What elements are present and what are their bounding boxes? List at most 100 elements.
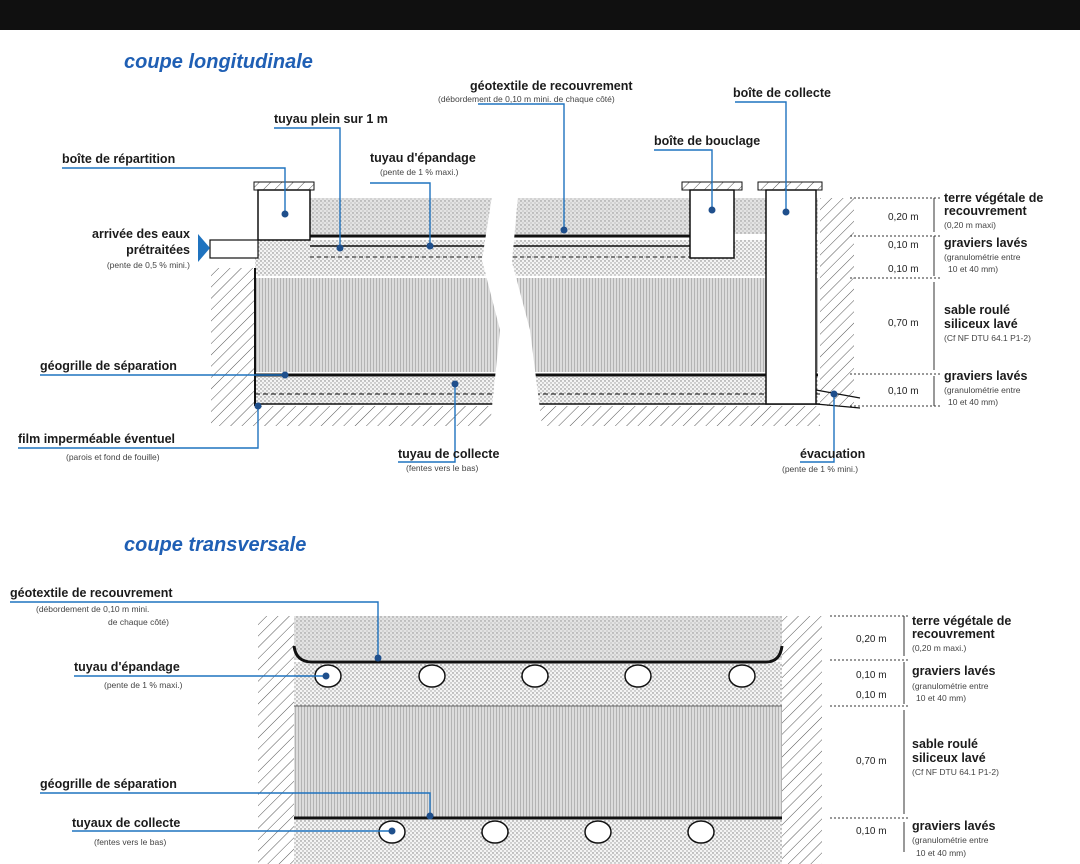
t-layer-graviers1-n2: 10 et 40 mm) <box>916 693 966 703</box>
layer-graviers2: graviers lavés <box>944 369 1027 383</box>
t-note-geotextile-1: (débordement de 0,10 m mini. <box>36 604 149 614</box>
dot-collection-pipe <box>451 380 459 388</box>
t-ground-left <box>258 616 294 864</box>
dot-collection-box <box>782 208 790 216</box>
leader-film <box>18 406 259 449</box>
t-layer-graviers2-n2: 10 et 40 mm) <box>916 848 966 858</box>
dim-5: 0,10 m <box>888 386 919 397</box>
t-leader-geotextile <box>10 601 379 658</box>
label-geotextile: géotextile de recouvrement <box>470 79 633 93</box>
dot-evacuation <box>830 390 838 398</box>
transversal-section: géotextile de recouvrement (débordement … <box>10 586 1011 864</box>
t-dim-brackets <box>830 615 908 852</box>
layer-terre-note: (0,20 m maxi) <box>944 220 996 230</box>
label-collection-pipe: tuyau de collecte <box>398 447 499 461</box>
leader-spreading-pipe <box>370 182 431 246</box>
t-geotextile-line <box>292 645 784 664</box>
label-collection-box: boîte de collecte <box>733 86 831 100</box>
ground-right <box>820 198 854 406</box>
t-layer-topsoil <box>294 616 782 660</box>
dim-1: 0,20 m <box>888 212 919 223</box>
t-layer-graviers2: graviers lavés <box>912 819 995 833</box>
label-spreading-pipe: tuyau d'épandage <box>370 151 476 165</box>
ground-left <box>211 268 255 426</box>
t-layer-terre-1: terre végétale de <box>912 614 1011 628</box>
t-label-spreading: tuyau d'épandage <box>74 660 180 674</box>
longitudinal-section: géotextile de recouvrement (débordement … <box>18 79 1043 474</box>
layer-terre-1: terre végétale de <box>944 191 1043 205</box>
top-bar <box>0 0 1080 30</box>
dot-geotextile <box>560 226 568 234</box>
dim-4: 0,70 m <box>888 318 919 329</box>
note-evacuation: (pente de 1 % mini.) <box>782 464 858 474</box>
leader-collection-pipe <box>398 384 456 463</box>
t-dot-spreading <box>322 672 330 680</box>
label-full-pipe: tuyau plein sur 1 m <box>274 112 388 126</box>
dim-3: 0,10 m <box>888 264 919 275</box>
label-loop-box: boîte de bouclage <box>654 134 760 148</box>
layer-sable-1: sable roulé <box>944 303 1010 317</box>
title-transversal: coupe transversale <box>124 534 306 556</box>
t-layer-sable-1: sable roulé <box>912 737 978 751</box>
t-layer-graviers1: graviers lavés <box>912 664 995 678</box>
t-label-geogrid: géogrille de séparation <box>40 777 177 791</box>
layer-sand <box>255 278 818 372</box>
layer-graviers2-n2: 10 et 40 mm) <box>948 397 998 407</box>
section-break <box>470 190 542 426</box>
collection-box <box>765 189 817 405</box>
t-layer-sable-2: siliceux lavé <box>912 751 986 765</box>
label-film: film imperméable éventuel <box>18 432 175 446</box>
t-dot-geotextile <box>374 654 382 662</box>
t-dot-geogrid <box>426 812 434 820</box>
t-dim-2: 0,10 m <box>856 670 887 681</box>
layer-terre-2: recouvrement <box>944 204 1028 218</box>
leader-geotextile <box>478 103 565 230</box>
t-note-collection: (fentes vers le bas) <box>94 837 166 847</box>
dot-spreading-pipe <box>426 242 434 250</box>
t-ground-right <box>782 616 822 864</box>
t-dim-5: 0,10 m <box>856 826 887 837</box>
leader-collection-box <box>735 101 787 212</box>
leader-distribution-box <box>62 167 286 214</box>
collection-box-lid <box>757 181 823 191</box>
label-inlet-1: arrivée des eaux <box>92 227 190 241</box>
note-spreading-pipe: (pente de 1 % maxi.) <box>380 167 459 177</box>
label-geogrid: géogrille de séparation <box>40 359 177 373</box>
label-inlet-2: prétraitées <box>126 243 190 257</box>
note-inlet: (pente de 0,5 % mini.) <box>107 260 190 270</box>
t-dot-collection <box>388 827 396 835</box>
note-collection-pipe: (fentes vers le bas) <box>406 463 478 473</box>
note-film: (parois et fond de fouille) <box>66 452 160 462</box>
t-note-geotextile-2: de chaque côté) <box>108 617 169 627</box>
t-layer-graviers1-n1: (granulométrie entre <box>912 681 989 691</box>
dot-distribution-box <box>281 210 289 218</box>
t-layer-sand <box>294 706 782 818</box>
t-layer-terre-2: recouvrement <box>912 627 996 641</box>
inlet-arrow-icon <box>198 234 210 262</box>
t-label-collection: tuyaux de collecte <box>72 816 180 830</box>
distribution-box-lid <box>253 181 315 191</box>
leader-evacuation <box>800 394 835 463</box>
layer-sable-note: (Cf NF DTU 64.1 P1-2) <box>944 333 1031 343</box>
dot-film <box>254 402 262 410</box>
outlet-pipe <box>815 389 861 399</box>
title-longitudinal: coupe longitudinale <box>124 51 313 73</box>
t-leader-geogrid <box>40 792 431 816</box>
note-geotextile: (débordement de 0,10 m mini. de chaque c… <box>438 94 615 104</box>
dot-loop-box <box>708 206 716 214</box>
inlet-pipe <box>209 239 259 259</box>
t-layer-terre-note: (0,20 m maxi.) <box>912 643 966 653</box>
outlet-pipe-bottom <box>815 403 861 409</box>
t-spreading-pipes <box>314 664 756 688</box>
t-dim-4: 0,70 m <box>856 756 887 767</box>
leader-loop-box <box>654 149 713 210</box>
layer-graviers1-n2: 10 et 40 mm) <box>948 264 998 274</box>
t-note-spreading: (pente de 1 % maxi.) <box>104 680 183 690</box>
layer-graviers2-n1: (granulométrie entre <box>944 385 1021 395</box>
t-layer-graviers2-n1: (granulométrie entre <box>912 835 989 845</box>
leader-full-pipe <box>274 127 341 248</box>
dim-brackets <box>850 197 940 407</box>
t-dim-3: 0,10 m <box>856 690 887 701</box>
